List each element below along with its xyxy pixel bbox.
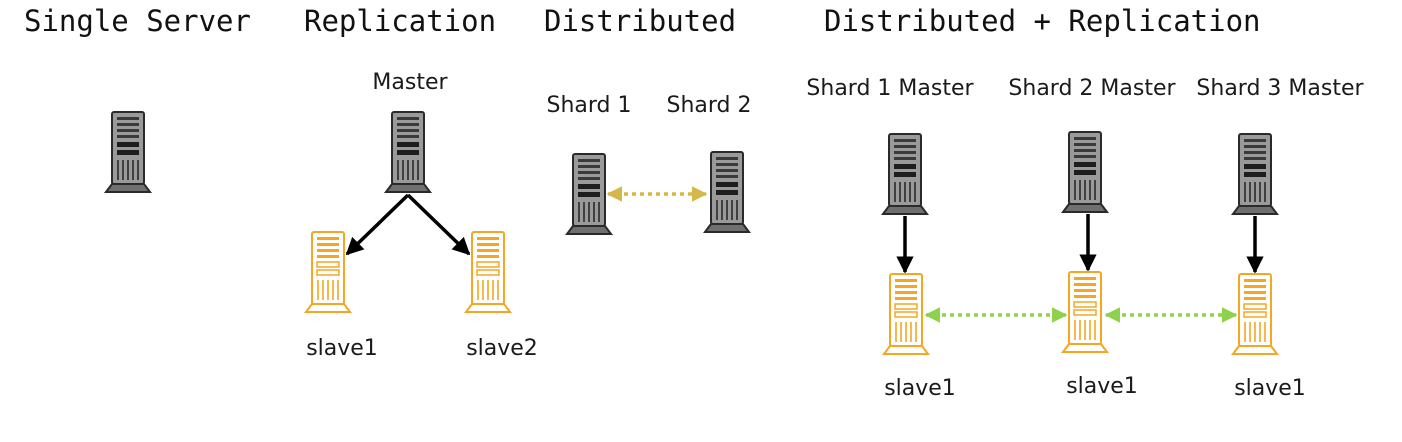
distributed-shard1-server-icon — [566, 153, 612, 235]
replication-arrow-to-slave2 — [406, 193, 471, 256]
replication-master-label: Master — [372, 70, 448, 95]
heading-distributed-replication: Distributed + Replication — [824, 4, 1261, 38]
dist-repl-shard1-master-label: Shard 1 Master — [806, 76, 974, 101]
replication-arrow-to-slave1 — [345, 193, 410, 256]
dist-repl-shard3-master-server-icon — [1232, 133, 1278, 215]
dist-repl-shard3-slave-server-icon — [1232, 273, 1278, 355]
replication-slave2-label: slave2 — [466, 336, 538, 361]
dist-repl-shard2-slave-server-icon — [1062, 271, 1108, 353]
replication-slave2-server-icon — [465, 231, 511, 313]
distributed-shard1-label: Shard 1 — [546, 93, 631, 118]
replication-slave1-label: slave1 — [306, 336, 378, 361]
heading-replication: Replication — [304, 4, 496, 38]
distributed-shard2-server-icon — [704, 151, 750, 233]
dist-repl-shard2-master-server-icon — [1062, 131, 1108, 213]
heading-single-server: Single Server — [24, 4, 251, 38]
dist-repl-shard3-slave-label: slave1 — [1234, 376, 1306, 401]
heading-distributed: Distributed — [544, 4, 736, 38]
dist-repl-shard2-slave-label: slave1 — [1066, 374, 1138, 399]
dist-repl-shard3-master-label: Shard 3 Master — [1196, 76, 1364, 101]
replication-slave1-server-icon — [305, 231, 351, 313]
dist-repl-shard2-master-label: Shard 2 Master — [1008, 76, 1176, 101]
replication-master-server-icon — [385, 111, 431, 193]
dist-repl-shard1-slave-label: slave1 — [884, 376, 956, 401]
distributed-shard2-label: Shard 2 — [666, 93, 751, 118]
dist-repl-shard1-master-server-icon — [882, 133, 928, 215]
single-server-icon — [105, 111, 151, 193]
dist-repl-shard1-slave-server-icon — [883, 273, 929, 355]
